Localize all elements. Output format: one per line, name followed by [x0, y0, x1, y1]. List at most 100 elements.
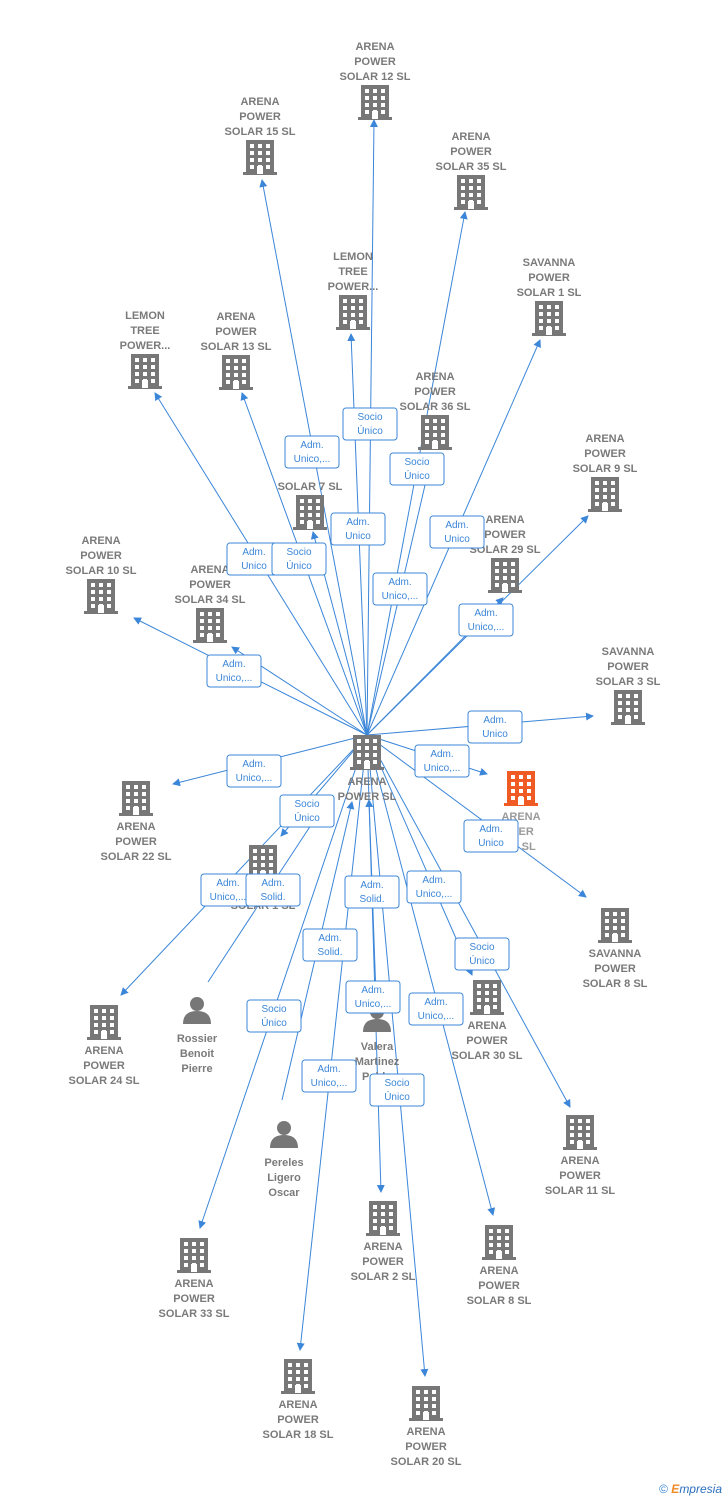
node-label: ARENA: [406, 1426, 445, 1438]
edge-label-text: Unico,...: [311, 1078, 348, 1089]
edge-label[interactable]: Adm.Solid.: [344, 875, 400, 909]
edge-label[interactable]: Adm.Solid.: [245, 873, 301, 907]
edge-label-text: Adm.: [361, 985, 384, 996]
node-label: POWER...: [120, 340, 171, 352]
node-label: POWER: [173, 1293, 215, 1305]
edge-label-text: Socio: [294, 799, 319, 810]
node-label: POWER: [478, 1280, 520, 1292]
edge-label[interactable]: Adm.Unico,...: [206, 654, 262, 688]
edge-label-text: Unico: [482, 729, 508, 740]
edge-label-text: Socio: [384, 1078, 409, 1089]
edge-label-text: Unico,...: [468, 622, 505, 633]
edge-label-text: Único: [469, 954, 495, 967]
edge-label-text: Socio: [261, 1004, 286, 1015]
node-label: ARENA: [451, 131, 490, 143]
node-label: SOLAR 30 SL: [452, 1050, 523, 1062]
node-label: POWER: [354, 56, 396, 68]
edge-label-text: Unico,...: [416, 889, 453, 900]
building-icon: [482, 1225, 516, 1260]
edge-label-text: Adm.: [222, 659, 245, 670]
company-node[interactable]: SOLAR 7 SL: [278, 481, 343, 530]
company-node[interactable]: LEMONTREEPOWER...: [120, 310, 171, 389]
building-icon: [504, 771, 538, 806]
edge-label[interactable]: Adm.Unico,...: [406, 870, 462, 904]
edge-line: [366, 734, 473, 976]
edge-label[interactable]: Adm.Unico,...: [414, 744, 470, 778]
company-node[interactable]: LEMONTREEPOWER...: [328, 251, 379, 330]
node-label: POWER: [239, 111, 281, 123]
edge-label-text: Adm.: [216, 878, 239, 889]
edge-label[interactable]: Adm. Unico,...: [301, 1059, 357, 1093]
edge-label[interactable]: Adm.Unico,...: [284, 435, 340, 469]
edge-label[interactable]: Adm.Unico: [330, 512, 386, 546]
edge-label[interactable]: Adm.Unico,...: [372, 572, 428, 606]
node-label: SOLAR 33 SL: [159, 1308, 230, 1320]
node-label: TREE: [338, 266, 367, 278]
building-icon: [358, 85, 392, 120]
node-label: POWER: [405, 1441, 447, 1453]
edge-label[interactable]: Adm.Unico,...: [458, 603, 514, 637]
edge-label[interactable]: Adm.Unico,...: [200, 873, 256, 907]
edge-label[interactable]: Adm.Unico: [467, 710, 523, 744]
node-label: ARENA: [479, 1265, 518, 1277]
edge-label[interactable]: Adm.Unico,...: [408, 992, 464, 1026]
edge-label-text: Adm.: [242, 547, 265, 558]
edge-label[interactable]: Adm.Unico,...: [226, 754, 282, 788]
brand-name: Empresia: [671, 1482, 722, 1496]
node-label: POWER: [484, 529, 526, 541]
building-icon: [193, 608, 227, 643]
edge-label[interactable]: Adm.Unico: [226, 542, 282, 576]
edge-label[interactable]: Adm.Unico,...: [345, 980, 401, 1014]
node-label: POWER...: [328, 281, 379, 293]
building-icon: [418, 415, 452, 450]
building-icon: [336, 295, 370, 330]
node-label: SOLAR 24 SL: [69, 1075, 140, 1087]
edge-label[interactable]: Adm.Solid.: [302, 928, 358, 962]
node-label: SOLAR 22 SL: [101, 851, 172, 863]
edge-label-text: Solid.: [317, 947, 342, 958]
person-node[interactable]: ValeraMartinezPablo: [355, 1005, 400, 1083]
node-label: SOLAR 34 SL: [175, 594, 246, 606]
footer-brand[interactable]: © Empresia: [659, 1482, 722, 1496]
edge-label[interactable]: Adm.Unico: [463, 819, 519, 853]
edge-line: [198, 734, 368, 1229]
edge-label[interactable]: Adm.Unico: [429, 515, 485, 549]
node-label: POWER: [528, 272, 570, 284]
building-icon: [219, 355, 253, 390]
edge-label-text: Adm.: [317, 1064, 340, 1075]
node-label: ARENA: [467, 1020, 506, 1032]
edge-label-text: Único: [294, 811, 320, 824]
edge-label-text: Unico: [444, 534, 470, 545]
